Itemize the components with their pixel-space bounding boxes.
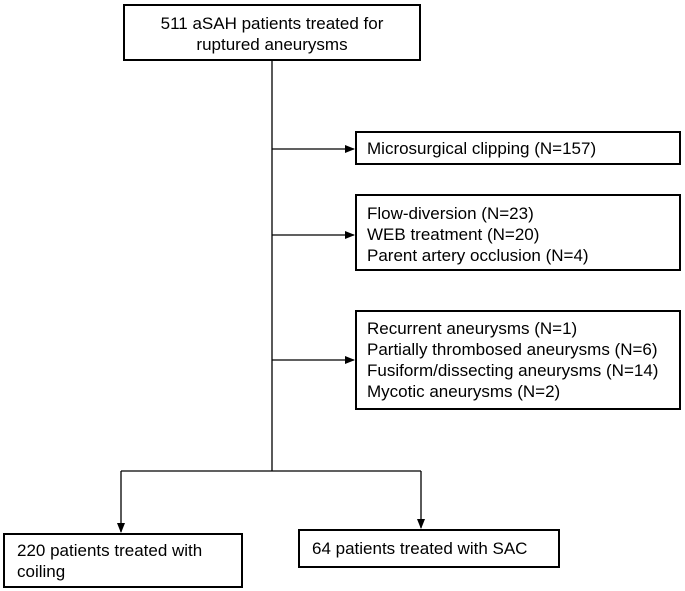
exclusion-box-aneurysm-types: Recurrent aneurysms (N=1) Partially thro… — [355, 310, 681, 410]
outcome-text-line-1: 64 patients treated with SAC — [312, 539, 528, 558]
outcome-text-line-1: 220 patients treated with — [17, 541, 203, 560]
exclusion-item: Microsurgical clipping (N=157) — [367, 139, 597, 158]
outcome-box-sac: 64 patients treated with SAC — [298, 529, 560, 568]
exclusion-item: Recurrent aneurysms (N=1) — [367, 319, 578, 338]
exclusion-item: Mycotic aneurysms (N=2) — [367, 382, 561, 401]
exclusion-item: Partially thrombosed aneurysms (N=6) — [367, 340, 658, 359]
exclusion-item: Fusiform/dissecting aneurysms (N=14) — [367, 361, 659, 380]
exclusion-box-other-treatments: Flow-diversion (N=23) WEB treatment (N=2… — [355, 194, 681, 271]
start-box: 511 aSAH patients treated for ruptured a… — [123, 4, 421, 61]
exclusion-item: Flow-diversion (N=23) — [367, 204, 534, 223]
exclusion-item: WEB treatment (N=20) — [367, 225, 540, 244]
outcome-box-coiling: 220 patients treated with coiling — [3, 533, 243, 588]
start-text-line-1: 511 aSAH patients treated for — [160, 14, 384, 33]
start-text-line-2: ruptured aneurysms — [196, 35, 348, 54]
exclusion-item: Parent artery occlusion (N=4) — [367, 246, 589, 265]
outcome-text-line-2: coiling — [17, 562, 66, 581]
exclusion-box-clipping: Microsurgical clipping (N=157) — [355, 131, 681, 165]
